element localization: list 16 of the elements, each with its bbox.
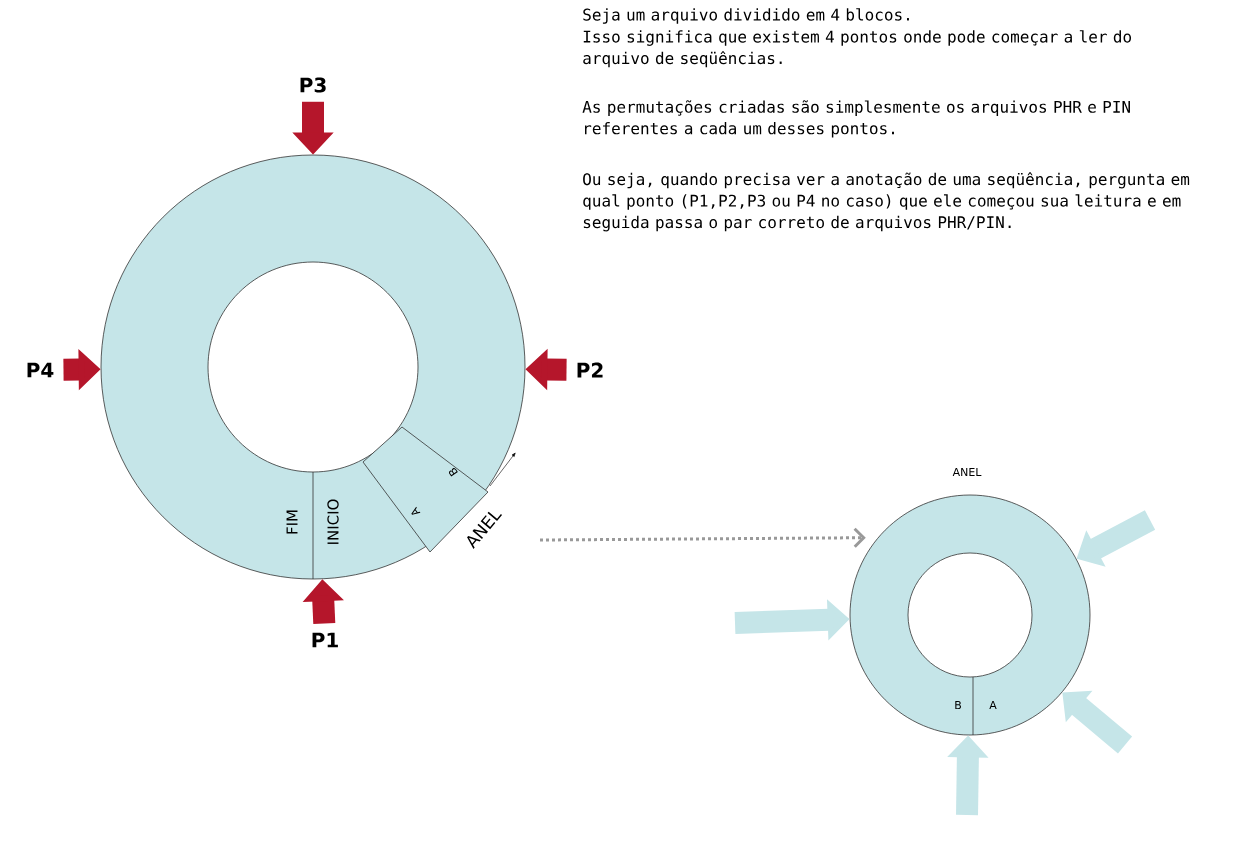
note-text: Isso significa que existem 4 pontos onde pode começar a ler do arquivo de seqüências. <box>583 30 1131 68</box>
segment-label: INICIO <box>327 499 339 544</box>
point-label: P3 <box>300 77 326 93</box>
segment-label: A <box>989 701 997 709</box>
point-label: P2 <box>577 362 603 378</box>
note-text: As permutações criadas são simplesmente os arquivos PHR e PIN referentes a cada um desses pontos. <box>582 100 1130 138</box>
dotted-arrow <box>540 527 866 548</box>
ring-title: ANEL <box>952 468 982 476</box>
note-text: Ou seja, quando precisa ver a anotação de uma seqüência, pergunta em qual ponto (P1,P2,P3 ou P4 no caso) que ele começou sua leitura e em seguida passa o par correto de arquivos PHR/PIN. <box>583 172 1190 232</box>
point-label: P4 <box>27 362 54 378</box>
segment-label: B <box>955 701 961 709</box>
segment-label: A <box>411 506 421 515</box>
segment-label: FIM <box>286 510 298 534</box>
note-text: Seja um arquivo dividido em 4 blocos. <box>583 8 909 24</box>
segment-label: B <box>449 468 458 477</box>
point-label: P1 <box>312 632 338 648</box>
